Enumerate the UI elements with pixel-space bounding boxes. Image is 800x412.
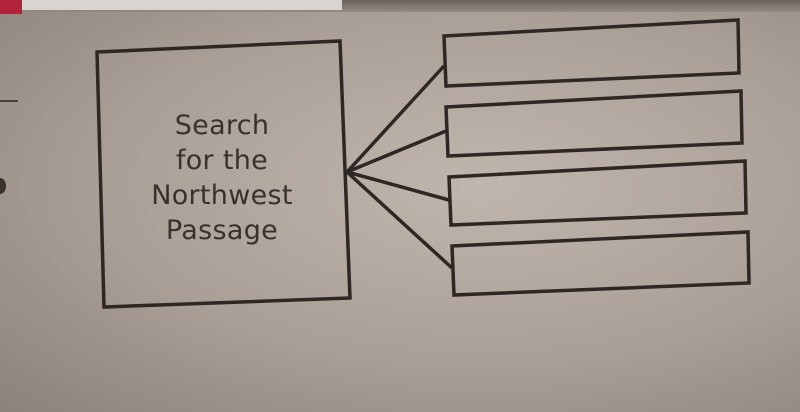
main-concept-label: Search for the Northwest Passage [151, 110, 293, 246]
page-top-edge [0, 0, 800, 14]
connector-line-3 [346, 170, 450, 202]
branch-box-2[interactable] [444, 89, 744, 158]
branch-box-3[interactable] [447, 159, 748, 227]
connector-line-2 [346, 129, 447, 174]
branch-box-2-label [452, 110, 738, 150]
branch-box-3-label [455, 180, 741, 220]
branch-box-4-label [458, 249, 744, 289]
white-paper-strip [22, 0, 342, 10]
branch-box-1-label [450, 40, 736, 80]
left-margin-rule [0, 100, 18, 102]
connector-line-4 [345, 170, 454, 270]
red-corner-mark [0, 0, 22, 14]
branch-box-4[interactable] [450, 230, 751, 297]
left-margin-dot [0, 178, 6, 194]
main-concept-box [95, 39, 352, 309]
connector-line-1 [345, 64, 446, 174]
branch-box-1[interactable] [442, 18, 741, 88]
